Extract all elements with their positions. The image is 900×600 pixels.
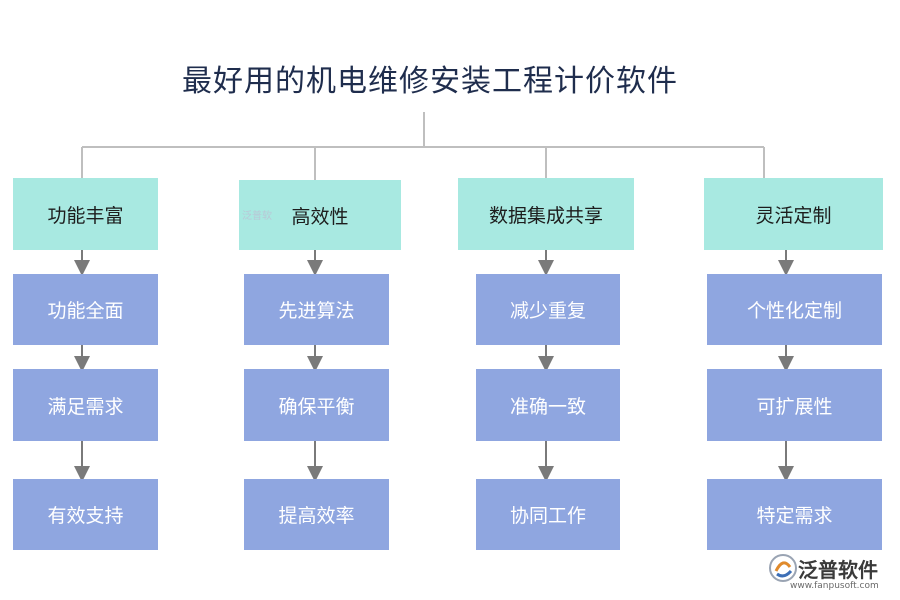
item-box-3-1: 减少重复 [476,274,620,345]
head-box-4: 灵活定制 [704,178,883,250]
brand-logo-icon [769,554,797,582]
brand-logo: 泛普软件 www.fanpusoft.com [768,553,894,597]
brand-url: www.fanpusoft.com [790,581,879,591]
item-box-2-2: 确保平衡 [244,369,389,441]
item-box-4-2: 可扩展性 [707,369,882,441]
item-box-2-1: 先进算法 [244,274,389,345]
item-box-1-2: 满足需求 [13,369,158,441]
watermark-small-text: 泛普软 [242,211,272,222]
item-box-3-2: 准确一致 [476,369,620,441]
head-box-1: 功能丰富 [13,178,158,250]
item-box-3-3: 协同工作 [476,479,620,550]
brand-name: 泛普软件 [798,558,878,582]
head-box-2: 高效性 [239,180,401,250]
head-box-3: 数据集成共享 [458,178,634,250]
item-box-4-1: 个性化定制 [707,274,882,345]
item-box-2-3: 提高效率 [244,479,389,550]
item-box-4-3: 特定需求 [707,479,882,550]
item-box-1-1: 功能全面 [13,274,158,345]
item-box-1-3: 有效支持 [13,479,158,550]
page-title: 最好用的机电维修安装工程计价软件 [182,64,678,99]
